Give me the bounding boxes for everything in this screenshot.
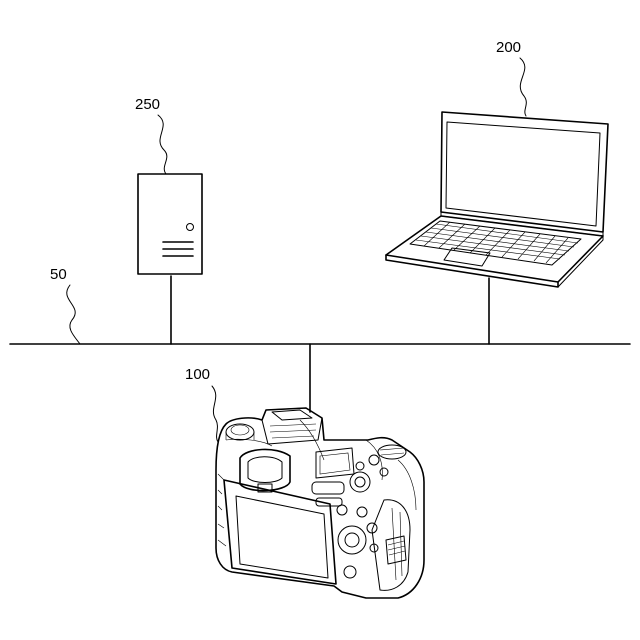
camera-rear-screen bbox=[224, 480, 336, 584]
camera-label: 100 bbox=[185, 366, 210, 383]
camera-quick-dial bbox=[338, 526, 366, 554]
camera-leader-line bbox=[212, 386, 218, 442]
network-bus bbox=[10, 276, 630, 412]
laptop-device: 200 bbox=[386, 39, 608, 287]
server-label: 250 bbox=[135, 96, 160, 113]
laptop-screen bbox=[446, 122, 600, 226]
camera-hot-shoe bbox=[272, 410, 312, 420]
network-leader-line bbox=[67, 285, 80, 344]
camera-body bbox=[216, 408, 424, 598]
camera-shutter-button bbox=[369, 455, 379, 465]
network-label: 50 bbox=[50, 266, 67, 283]
camera-af-button bbox=[312, 482, 344, 494]
laptop-touchpad bbox=[444, 248, 490, 266]
camera-control-dial bbox=[350, 472, 370, 492]
laptop-lid bbox=[441, 112, 608, 232]
laptop-label: 200 bbox=[496, 39, 521, 56]
camera-main-dial bbox=[378, 445, 406, 459]
network-reference: 50 bbox=[50, 266, 80, 344]
camera-device: 100 bbox=[185, 366, 424, 598]
laptop-leader-line bbox=[520, 58, 526, 116]
camera-mode-dial bbox=[226, 424, 254, 440]
server-power-indicator bbox=[187, 224, 194, 231]
server-device: 250 bbox=[135, 96, 202, 274]
server-leader-line bbox=[158, 115, 167, 174]
